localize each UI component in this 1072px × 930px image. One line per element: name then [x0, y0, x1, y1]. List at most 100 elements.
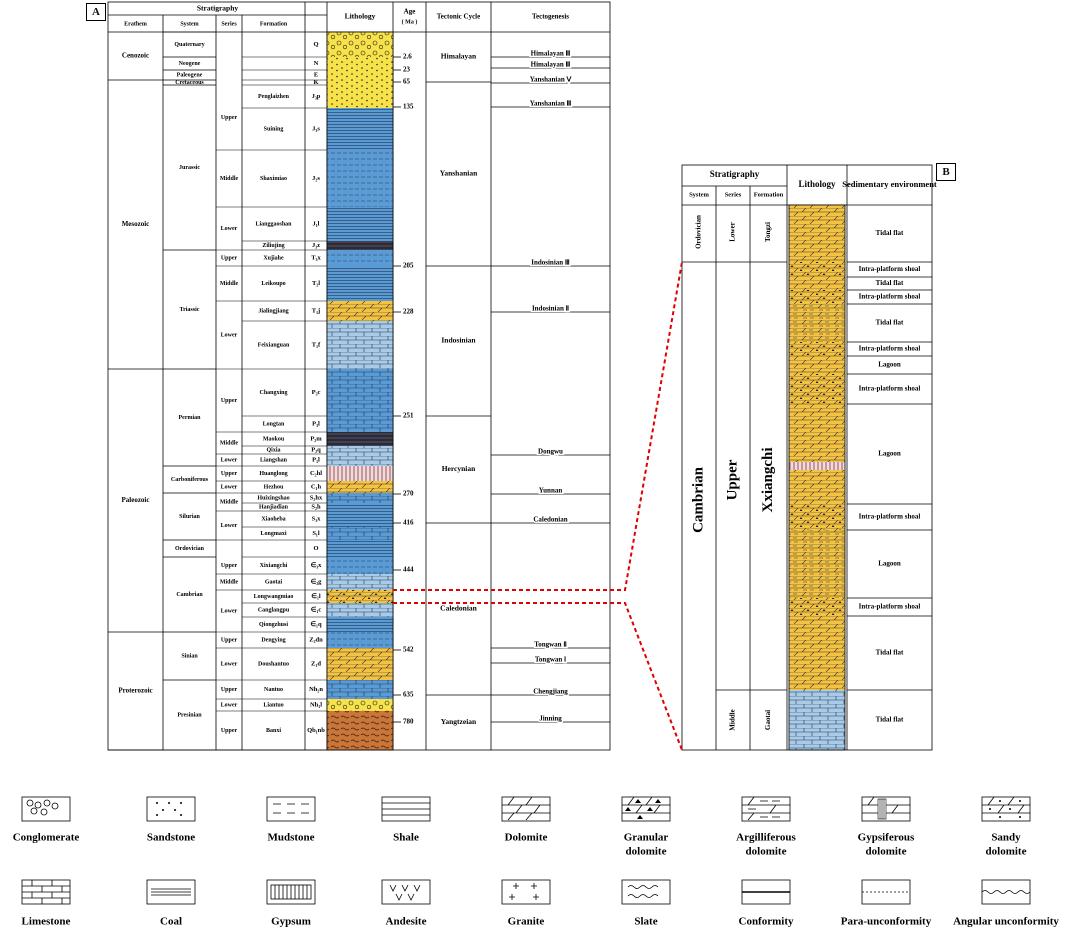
lithology-layer [327, 648, 393, 680]
system-label: Cambrian [176, 592, 203, 598]
formation-ziliujing: Ziliujing [262, 243, 284, 249]
lithology-layer [327, 446, 393, 466]
legend-swatch-mudstone [266, 796, 316, 822]
legend-swatch-dolomite [501, 796, 551, 822]
header-stratigraphy: Stratigraphy [197, 4, 239, 13]
lithology-layer-b [789, 598, 845, 616]
legend-label: dolomite [866, 846, 907, 858]
system-label: Quaternary [174, 42, 204, 48]
tectonic-cycle-label: Himalayan [441, 52, 477, 61]
formation-longtan: Longtan [263, 421, 285, 427]
series-label: Lower [221, 523, 238, 529]
formation-code: Qb₁nb [307, 727, 325, 734]
environment-label: Lagoon [878, 450, 901, 458]
series-middle: Middle [729, 709, 737, 730]
erathem-label: Proterozoic [118, 687, 152, 695]
formation-suining: Suining [264, 126, 284, 132]
legend-label: Andesite [386, 916, 427, 928]
legend-label: dolomite [746, 846, 787, 858]
series-label: Middle [220, 499, 239, 505]
header-lithology-b: Lithology [798, 179, 836, 189]
environment-label: Tidal flat [876, 716, 904, 724]
header-system: System [180, 21, 198, 27]
lithology-layer [327, 557, 393, 574]
age-label: 251 [403, 412, 414, 420]
formation-xujiahe: Xujiahe [263, 255, 284, 261]
lithology-layer [327, 301, 393, 321]
system-label: Jurassic [179, 165, 200, 171]
connector-upper [393, 261, 683, 591]
environment-label: Tidal flat [876, 279, 904, 287]
lithology-layer-b [789, 277, 845, 290]
legend-swatch-granular-dolomite [621, 796, 671, 822]
system-label: Permian [179, 415, 202, 421]
header-age: Age [404, 8, 416, 16]
formation-liangshan: Liangshan [260, 457, 288, 463]
series-label: Lower [221, 226, 238, 232]
series-label: Middle [220, 281, 239, 287]
series-upper: Upper [724, 459, 740, 500]
tectogenesis-label: Yanshanian Ⅴ [530, 76, 572, 84]
formation-xiaoheba: Xiaoheba [261, 516, 285, 522]
tectonic-cycle-label: Yanshanian [440, 169, 478, 178]
formation-hezhou: Hezhou [264, 484, 284, 490]
system-label: Neogene [179, 61, 201, 67]
system-label: Triassic [180, 307, 200, 313]
lithology-layer [327, 150, 393, 207]
lithology-layer [327, 432, 393, 446]
formation-longwangmiao: Longwangmiao [254, 594, 294, 600]
legend-label: Granite [508, 916, 545, 928]
formation-qiongzhusi: Qiongzhusi [259, 622, 288, 628]
formation-tongzi: Tongzi [764, 222, 772, 242]
formation-code: J₁l [312, 220, 319, 227]
environment-label: Intra-platform shoal [859, 603, 921, 611]
formation-code: J₂s [312, 175, 320, 182]
series-label: Upper [221, 255, 238, 261]
lithology-layer [327, 590, 393, 603]
system-cambrian: Cambrian [690, 466, 706, 532]
formation-nantuo: Nantuo [264, 687, 283, 693]
formation-code: ∈₁l [311, 592, 321, 600]
legend-label: Slate [634, 916, 657, 928]
formation-code: T₃x [311, 254, 321, 261]
legend-swatch-gypsiferous-dolomite [861, 796, 911, 822]
environment-label: Intra-platform shoal [859, 345, 921, 353]
series-label: Middle [220, 440, 239, 446]
formation-code: N [314, 60, 319, 67]
header-series: Series [221, 21, 237, 27]
formation-code: Nh₁l [310, 701, 322, 708]
lithology-layer-b [789, 530, 845, 598]
legend-label: Sandy [991, 832, 1021, 844]
age-label: 65 [403, 78, 411, 86]
formation-code: J₁z [312, 242, 320, 249]
formation-canglangpu: Canglangpu [258, 607, 290, 613]
lithology-layer [327, 632, 393, 648]
series-label: Lower [221, 702, 238, 708]
legend-label: dolomite [626, 846, 667, 858]
lithology-frame-b [788, 204, 846, 751]
formation-code: ∈₃x [311, 561, 323, 569]
age-label: 228 [403, 308, 414, 316]
tectogenesis-label: Caledonian [533, 516, 567, 524]
header-series-b: Series [725, 191, 742, 198]
formation-liantuo: Liantuo [263, 702, 283, 708]
series-label: Middle [220, 579, 239, 585]
formation-code: Z₂dn [309, 636, 323, 643]
age-label: 444 [403, 566, 414, 574]
legend-label: Shale [393, 832, 419, 844]
legend-swatch-limestone [21, 879, 71, 905]
legend-label: Sandstone [147, 832, 195, 844]
formation-changxing: Changxing [259, 390, 287, 396]
erathem-label: Mesozoic [122, 220, 150, 228]
lithology-layer [327, 369, 393, 416]
legend-swatch-slate [621, 879, 671, 905]
formation-huanglong: Huanglong [259, 471, 287, 477]
age-label: 135 [403, 103, 414, 111]
legend-label: Granular [624, 832, 669, 844]
tectonic-cycle-label: Caledonian [440, 604, 478, 613]
formation-code: T₁j [312, 307, 320, 314]
legend-swatch-para-unconformity [861, 879, 911, 905]
lithology-layer [327, 503, 393, 527]
